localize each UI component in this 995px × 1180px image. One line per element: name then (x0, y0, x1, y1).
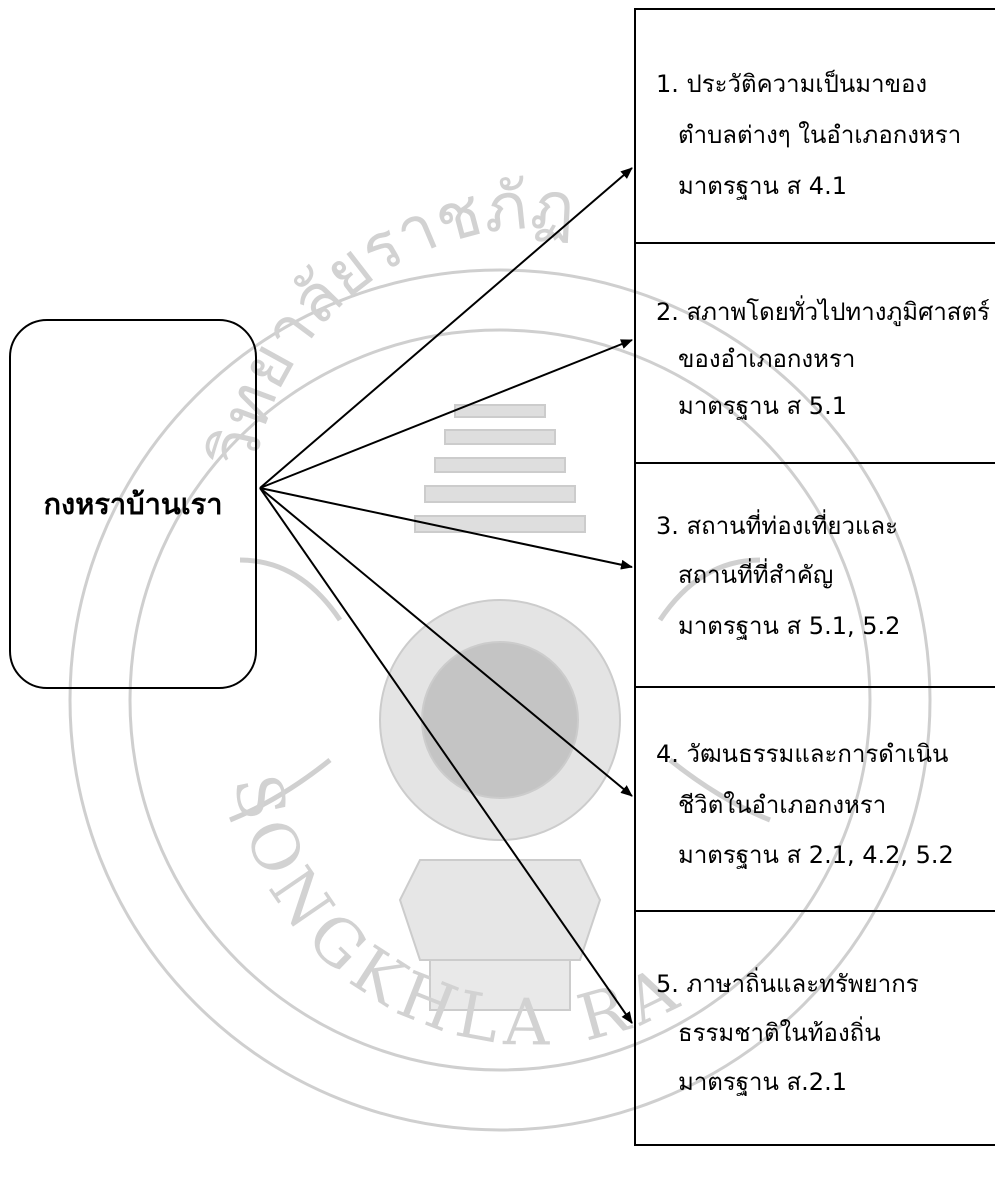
arrow-to-topic-5 (259, 487, 633, 1024)
topic-4-line-1: 4. วัฒนธรรมและการดำเนิน (656, 740, 949, 768)
arrow-to-topic-2 (259, 339, 633, 489)
root-label: กงหราบ้านเรา (43, 487, 223, 521)
arrow-to-topic-1 (259, 167, 633, 489)
topic-3-line-1: 3. สถานที่ท่องเที่ยวและ (656, 512, 898, 540)
topic-3-line-2: สถานที่ที่สำคัญ (678, 561, 834, 589)
topic-3-line-3: มาตรฐาน ส 5.1, 5.2 (678, 612, 901, 640)
topic-5-line-2: ธรรมชาติในท้องถิ่น (678, 1019, 881, 1047)
topic-1-line-3: มาตรฐาน ส 4.1 (678, 172, 847, 200)
topic-1-line-1: 1. ประวัติความเป็นมาของ (656, 70, 928, 98)
topic-2-line-2: ของอำเภอกงหรา (678, 345, 856, 373)
root-node: กงหราบ้านเรา (9, 319, 257, 689)
topic-5-line-3: มาตรฐาน ส.2.1 (678, 1068, 847, 1096)
arrow-to-topic-3 (259, 487, 633, 570)
topic-1-line-2: ตำบลต่างๆ ในอำเภอกงหรา (678, 121, 962, 149)
topic-box-1: 1. ประวัติความเป็นมาของ ตำบลต่างๆ ในอำเภ… (634, 8, 995, 244)
arrow-to-topic-4 (259, 487, 633, 797)
topic-2-line-3: มาตรฐาน ส 5.1 (678, 392, 847, 420)
topic-box-3: 3. สถานที่ท่องเที่ยวและ สถานที่ที่สำคัญ … (634, 462, 995, 688)
topic-box-5: 5. ภาษาถิ่นและทรัพยากร ธรรมชาติในท้องถิ่… (634, 910, 995, 1146)
topic-4-line-3: มาตรฐาน ส 2.1, 4.2, 5.2 (678, 841, 954, 869)
topic-box-2: 2. สภาพโดยทั่วไปทางภูมิศาสตร์ ของอำเภอกง… (634, 242, 995, 464)
topic-2-line-1: 2. สภาพโดยทั่วไปทางภูมิศาสตร์ (656, 298, 990, 326)
topic-box-4: 4. วัฒนธรรมและการดำเนิน ชีวิตในอำเภอกงหร… (634, 686, 995, 912)
topic-4-line-2: ชีวิตในอำเภอกงหรา (678, 791, 887, 819)
topic-5-line-1: 5. ภาษาถิ่นและทรัพยากร (656, 970, 919, 998)
